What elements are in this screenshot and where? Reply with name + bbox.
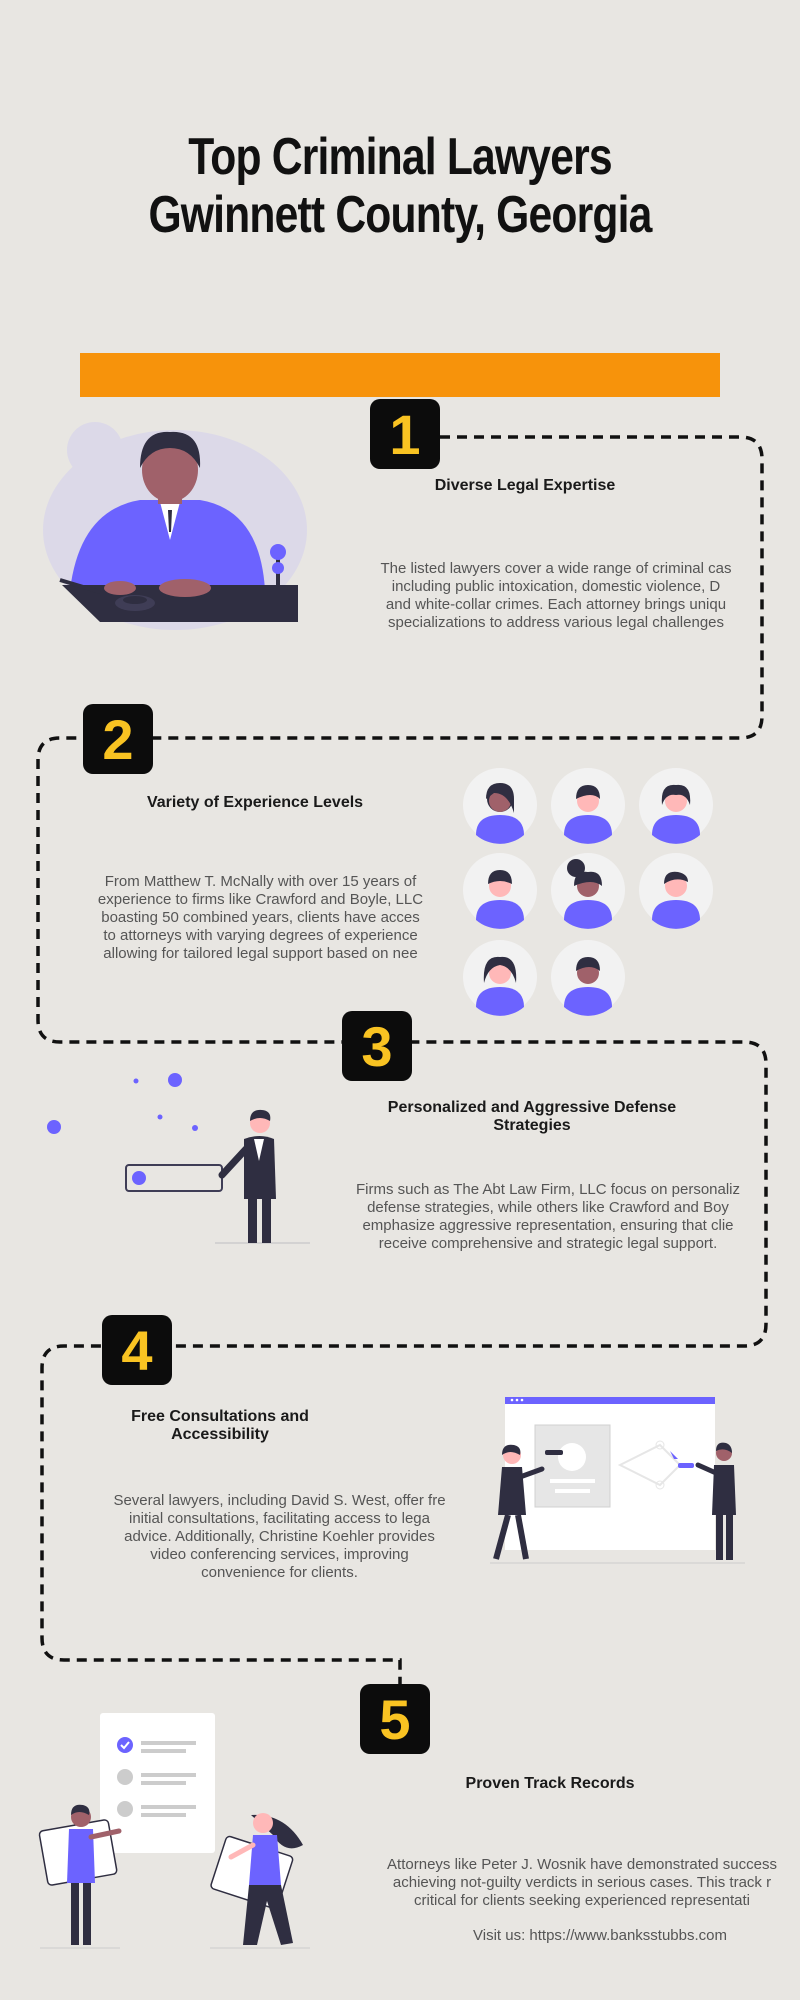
text-line: The listed lawyers cover a wide range of… [380, 560, 732, 577]
avatar [463, 853, 537, 929]
text-line: video conferencing services, improving [150, 1546, 409, 1563]
section-4-text: Several lawyers, including David S. West… [92, 1492, 467, 1582]
text-line: initial consultations, facilitating acce… [129, 1510, 430, 1527]
step-badge-4: 4 [102, 1315, 172, 1385]
judge-illustration [43, 422, 307, 630]
step-badge-1: 1 [370, 399, 440, 469]
step-badge-3: 3 [342, 1011, 412, 1081]
avatar-grid [463, 768, 713, 1016]
section-3-text: Firms such as The Abt Law Firm, LLC focu… [338, 1181, 758, 1253]
text-line: Several lawyers, including David S. West… [113, 1492, 446, 1509]
text-line: convenience for clients. [201, 1564, 358, 1581]
consultation-illustration [490, 1397, 745, 1564]
section-4-heading: Free Consultations and Accessibility [100, 1408, 340, 1444]
section-5-text: Attorneys like Peter J. Wosnik have demo… [364, 1856, 800, 1910]
text-line: specializations to address various legal… [387, 614, 725, 631]
presenter-illustration [47, 1073, 310, 1244]
section-1-text: The listed lawyers cover a wide range of… [352, 560, 760, 632]
page-title: Top Criminal Lawyers Gwinnett County, Ge… [148, 128, 652, 244]
avatar [551, 940, 625, 1016]
avatar [463, 768, 537, 844]
section-1-heading: Diverse Legal Expertise [434, 477, 616, 494]
avatar [463, 940, 537, 1016]
text-line: achieving not-guilty verdicts in serious… [392, 1874, 772, 1891]
text-line: experience to firms like Crawford and Bo… [97, 891, 424, 908]
text-line: critical for clients seeking experienced… [414, 1892, 750, 1909]
text-line: Attorneys like Peter J. Wosnik have demo… [387, 1856, 777, 1873]
text-line: to attorneys with varying degrees of exp… [103, 927, 418, 944]
checklist-illustration [38, 1713, 310, 1949]
section-5-heading: Proven Track Records [465, 1775, 635, 1792]
text-line: receive comprehensive and strategic lega… [378, 1235, 718, 1252]
heading-line: Free Consultations and [131, 1408, 309, 1425]
avatar [551, 768, 625, 844]
section-2-text: From Matthew T. McNally with over 15 yea… [78, 873, 443, 963]
text-line: including public intoxication, domestic … [391, 578, 721, 595]
text-line: advice. Additionally, Christine Koehler … [124, 1528, 435, 1545]
text-line: allowing for tailored legal support base… [103, 945, 418, 962]
section-2-heading: Variety of Experience Levels [146, 794, 364, 811]
text-line: From Matthew T. McNally with over 15 yea… [104, 873, 417, 890]
avatar [551, 853, 625, 929]
footer-link[interactable]: Visit us: https://www.banksstubbs.com [473, 1927, 727, 1944]
avatar [639, 853, 713, 929]
step-badge-5: 5 [360, 1684, 430, 1754]
text-line: Firms such as The Abt Law Firm, LLC focu… [355, 1181, 741, 1198]
step-badge-2: 2 [83, 704, 153, 774]
text-line: and white-collar crimes. Each attorney b… [385, 596, 727, 613]
avatar [639, 768, 713, 844]
text-line: emphasize aggressive representation, ens… [362, 1217, 734, 1234]
heading-line: Accessibility [171, 1426, 269, 1443]
text-line: boasting 50 combined years, clients have… [101, 909, 420, 926]
accent-bar [80, 353, 720, 397]
section-3-heading: Personalized and Aggressive Defense Stra… [387, 1099, 677, 1134]
text-line: defense strategies, while others like Cr… [367, 1199, 729, 1216]
